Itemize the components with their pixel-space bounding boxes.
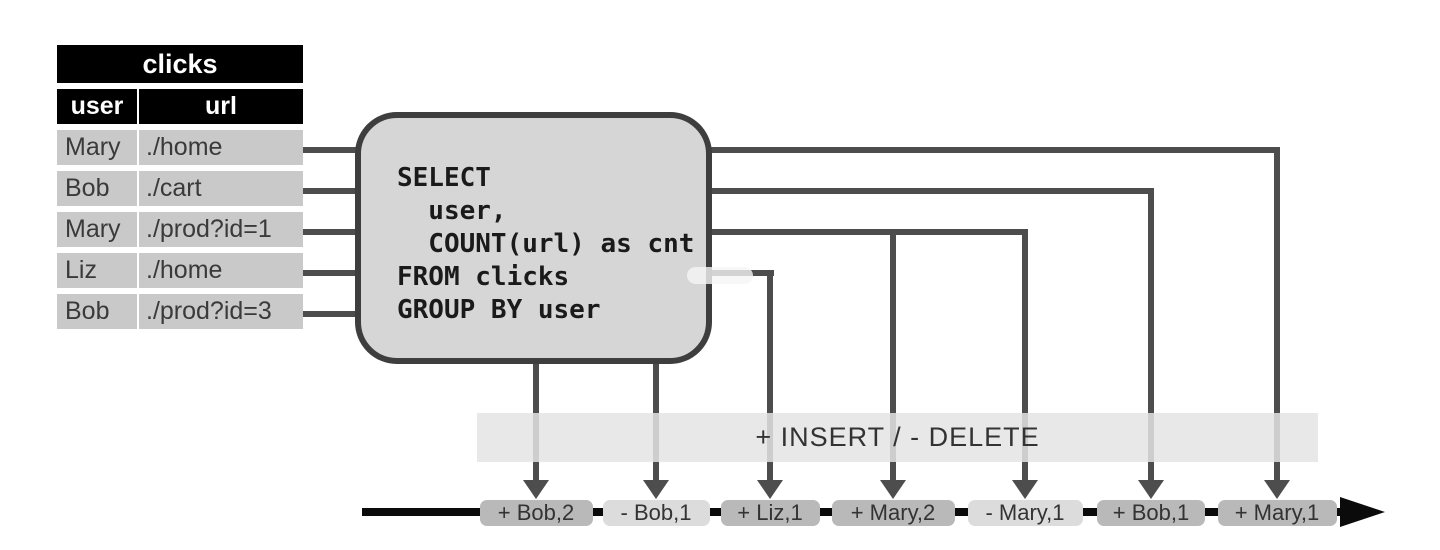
down-arrow-icon xyxy=(523,480,549,499)
connector-line xyxy=(1148,188,1154,482)
table-cell: Bob xyxy=(57,294,137,329)
table-cell: ./cart xyxy=(139,171,303,206)
table-cell: Liz xyxy=(57,253,137,288)
table-row: Bob./prod?id=3 xyxy=(57,294,303,329)
connector-line xyxy=(767,270,773,482)
down-arrow-icon xyxy=(757,480,783,499)
stream-event-insert: + Bob,1 xyxy=(1097,500,1205,526)
timeline-arrow-icon xyxy=(1340,497,1385,527)
insert-delete-band: + INSERT / - DELETE xyxy=(477,413,1318,462)
sql-code-line: FROM clicks xyxy=(397,262,570,292)
sql-code-line: GROUP BY user xyxy=(397,295,601,325)
table-title: clicks xyxy=(57,45,303,83)
sql-code-line: COUNT(url) as cnt xyxy=(397,229,695,259)
table-cell: ./prod?id=3 xyxy=(139,294,303,329)
connector-line xyxy=(303,188,1154,194)
down-arrow-icon xyxy=(643,480,669,499)
column-header-url: url xyxy=(139,89,303,124)
table-cell: Mary xyxy=(57,212,137,247)
down-arrow-icon xyxy=(880,480,906,499)
connector-line xyxy=(303,147,1280,153)
connector-line xyxy=(1022,229,1028,482)
down-arrow-icon xyxy=(1138,480,1164,499)
table-row: Mary./prod?id=1 xyxy=(57,212,303,247)
connector-line xyxy=(1274,147,1280,482)
stream-event-delete: - Mary,1 xyxy=(967,500,1083,526)
stream-event-insert: + Liz,1 xyxy=(720,500,820,526)
highlight-artifact xyxy=(687,267,753,284)
table-header-row: user url xyxy=(57,89,303,124)
stream-event-insert: + Bob,2 xyxy=(479,500,593,526)
table-row: Mary./home xyxy=(57,130,303,165)
table-cell: ./prod?id=1 xyxy=(139,212,303,247)
down-arrow-icon xyxy=(1264,480,1290,499)
insert-delete-label: + INSERT / - DELETE xyxy=(755,422,1040,452)
sql-code-line: user, xyxy=(397,196,507,226)
table-cell: Bob xyxy=(57,171,137,206)
sql-code-line: SELECT xyxy=(397,163,491,193)
stream-event-delete: - Bob,1 xyxy=(602,500,710,526)
down-arrow-icon xyxy=(1012,480,1038,499)
column-header-user: user xyxy=(57,89,137,124)
table-row: Bob./cart xyxy=(57,171,303,206)
table-cell: ./home xyxy=(139,130,303,165)
connector-line xyxy=(303,311,361,317)
stream-event-insert: + Mary,2 xyxy=(831,500,955,526)
table-cell: ./home xyxy=(139,253,303,288)
table-cell: Mary xyxy=(57,130,137,165)
table-row: Liz./home xyxy=(57,253,303,288)
stream-event-insert: + Mary,1 xyxy=(1217,500,1337,526)
connector-line xyxy=(890,229,896,482)
